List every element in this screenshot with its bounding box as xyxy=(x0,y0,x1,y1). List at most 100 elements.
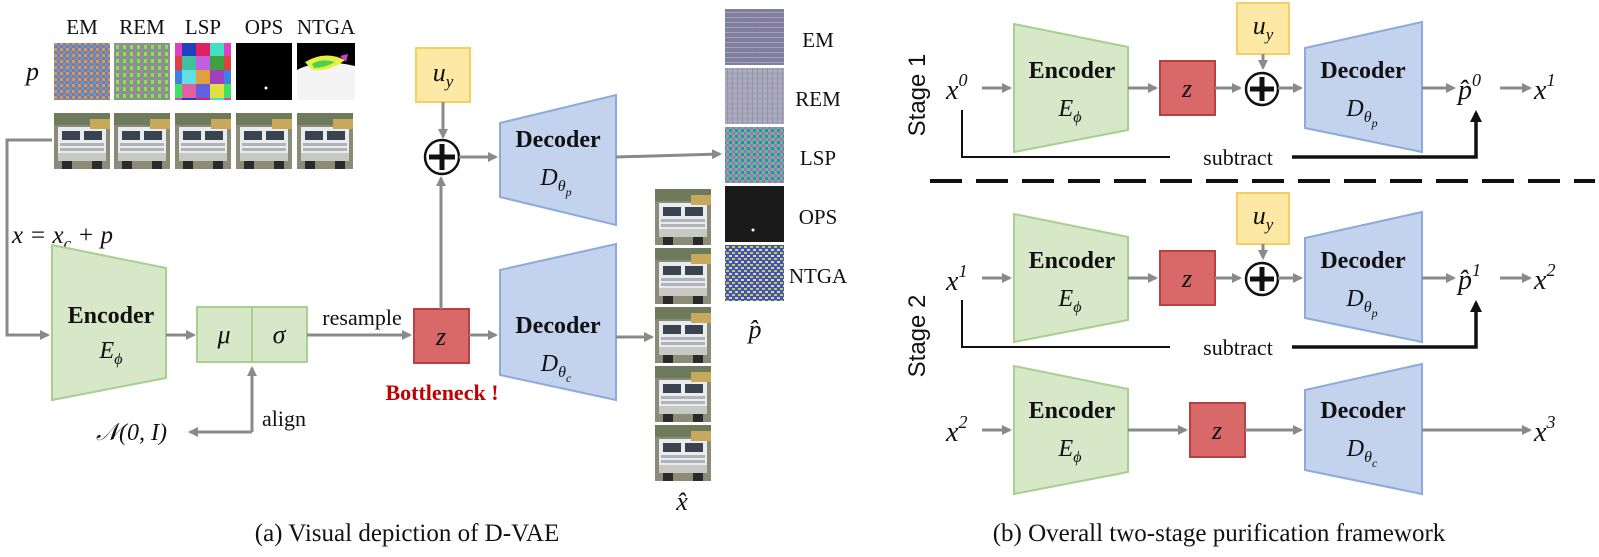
stage1-encoder-title: Encoder xyxy=(1029,58,1116,84)
thumb-phat-ntga xyxy=(725,245,784,301)
stage2-decoder-shape xyxy=(1304,210,1423,344)
thumb-p-ntga xyxy=(297,43,355,100)
thumb-p-lsp xyxy=(175,43,231,100)
attack-label-ops: OPS xyxy=(245,15,284,39)
stage1-subtract-arrow xyxy=(1292,110,1482,159)
latent-z-box xyxy=(413,308,470,364)
caption-b: (b) Overall two-stage purification frame… xyxy=(993,520,1446,547)
stage1-decoder-shape xyxy=(1304,20,1423,154)
stage2-row2-encoder-shape xyxy=(1013,364,1129,496)
stage1-p-out: p̂0 xyxy=(1456,70,1481,106)
thumb-p-ops xyxy=(236,43,292,100)
align-label: align xyxy=(262,406,306,431)
stage1-decoder-symbol: Dθp xyxy=(1345,96,1377,130)
bottleneck-label: Bottleneck ! xyxy=(385,380,498,405)
stage1-encoder-symbol: Eϕ xyxy=(1058,96,1082,126)
stage1-subtract-line xyxy=(961,110,1170,158)
normal-distribution: 𝒩(0, I) xyxy=(96,420,167,446)
decoder-c-symbol: Dθc xyxy=(540,351,572,385)
phat-label-lsp: LSP xyxy=(800,146,836,170)
stage2-subtract-label: subtract xyxy=(1203,335,1273,360)
decoder-p-output-arrow xyxy=(615,149,722,160)
resample-label: resample xyxy=(322,305,401,330)
stage2-z-box xyxy=(1159,250,1216,306)
stage-1: Stage 1 x0 Encoder Eϕ z uy Decoder Dθp p… xyxy=(904,2,1555,170)
thumb-phat-lsp xyxy=(725,127,784,183)
perturbation-thumbnails xyxy=(54,43,355,100)
stage2-label: Stage 2 xyxy=(904,295,931,378)
stage-2: Stage 2 x1 Encoder Eϕ z uy Decoder Dθp p… xyxy=(904,192,1555,496)
thumb-p-em xyxy=(54,43,110,100)
panel-b: Stage 1 x0 Encoder Eϕ z uy Decoder Dθp p… xyxy=(904,2,1595,547)
x-equation: x = xc + p xyxy=(11,222,113,253)
attack-label-lsp: LSP xyxy=(185,15,221,39)
decoder-c-block: Decoder Dθc xyxy=(499,242,617,402)
thumb-x-rem xyxy=(114,113,170,169)
input-arrow xyxy=(5,138,52,340)
thumb-xhat-1 xyxy=(655,189,711,245)
p-symbol: p xyxy=(24,57,39,86)
sigma-symbol: σ xyxy=(273,320,287,349)
stage2-decoder-symbol: Dθp xyxy=(1345,286,1377,320)
stage1-uy-box xyxy=(1236,2,1290,55)
thumb-x-em xyxy=(54,113,110,169)
encoder-block: Encoder Eϕ xyxy=(51,243,167,402)
mu-sigma-block: μ σ xyxy=(196,306,308,363)
attack-labels: EM REM LSP OPS NTGA xyxy=(66,15,356,39)
encoder-symbol: Eϕ xyxy=(99,338,123,368)
attack-label-ntga: NTGA xyxy=(297,15,356,39)
panel-a: EM REM LSP OPS NTGA p xyxy=(5,9,848,547)
truck-thumbnails xyxy=(54,113,353,169)
x-hat-column xyxy=(655,189,711,481)
phat-label-em: EM xyxy=(802,28,834,52)
thumb-x-ntga xyxy=(297,113,353,169)
attack-label-rem: REM xyxy=(119,15,165,39)
stage1-uy-label: uy xyxy=(1253,11,1274,44)
stage2-plus-icon xyxy=(1244,261,1280,297)
attack-label-em: EM xyxy=(66,15,98,39)
thumb-xhat-2 xyxy=(655,248,711,304)
p-hat-column xyxy=(725,9,784,301)
stage1-subtract-label: subtract xyxy=(1203,145,1273,170)
stage2-p-out: p̂1 xyxy=(1456,260,1481,296)
stage2-encoder-shape xyxy=(1013,212,1129,344)
stage1-output: x1 xyxy=(1533,70,1555,106)
stage2-z-label: z xyxy=(1181,264,1192,293)
x-hat-label: x̂ xyxy=(675,487,688,516)
thumb-x-ops xyxy=(236,113,292,169)
stage2-row2-decoder-title: Decoder xyxy=(1320,398,1406,424)
stage1-decoder-title: Decoder xyxy=(1320,58,1406,84)
phat-label-ntga: NTGA xyxy=(789,264,848,288)
stage2-uy-box xyxy=(1236,192,1290,245)
mu-symbol: μ xyxy=(216,320,230,349)
thumb-phat-ops-dot xyxy=(751,228,755,232)
encoder-title: Encoder xyxy=(68,303,155,329)
thumb-phat-em xyxy=(725,9,784,65)
thumb-p-rem xyxy=(114,43,170,100)
thumb-x-lsp xyxy=(175,113,231,169)
stage2-uy-label: uy xyxy=(1253,201,1274,234)
thumb-xhat-3 xyxy=(655,307,711,363)
uy-label: uy xyxy=(433,58,454,91)
stage2-row2-z-label: z xyxy=(1211,416,1222,445)
thumb-xhat-5 xyxy=(655,425,711,481)
stage2-row2-decoder-symbol: Dθc xyxy=(1346,436,1378,470)
caption-a: (a) Visual depiction of D-VAE xyxy=(255,520,559,547)
stage2-decoder-title: Decoder xyxy=(1320,248,1406,274)
stage1-plus-icon xyxy=(1244,71,1280,107)
stage1-label: Stage 1 xyxy=(904,54,931,137)
decoder-p-symbol: Dθp xyxy=(539,165,571,199)
decoder-p-block: Decoder Dθp xyxy=(499,93,617,227)
phat-label-ops: OPS xyxy=(799,205,838,229)
stage2-input: x1 xyxy=(945,261,967,297)
thumb-xhat-4 xyxy=(655,366,711,422)
p-hat-label: p̂ xyxy=(747,315,762,344)
stage2-subtract-arrow xyxy=(1292,300,1482,349)
stage1-input: x0 xyxy=(945,70,967,106)
stage2-row2-z-box xyxy=(1189,402,1246,458)
stage2-row2-decoder-shape xyxy=(1304,362,1423,496)
plus-icon xyxy=(423,138,461,176)
latent-z-label: z xyxy=(435,322,446,351)
thumb-p-ops-dot xyxy=(264,86,268,90)
